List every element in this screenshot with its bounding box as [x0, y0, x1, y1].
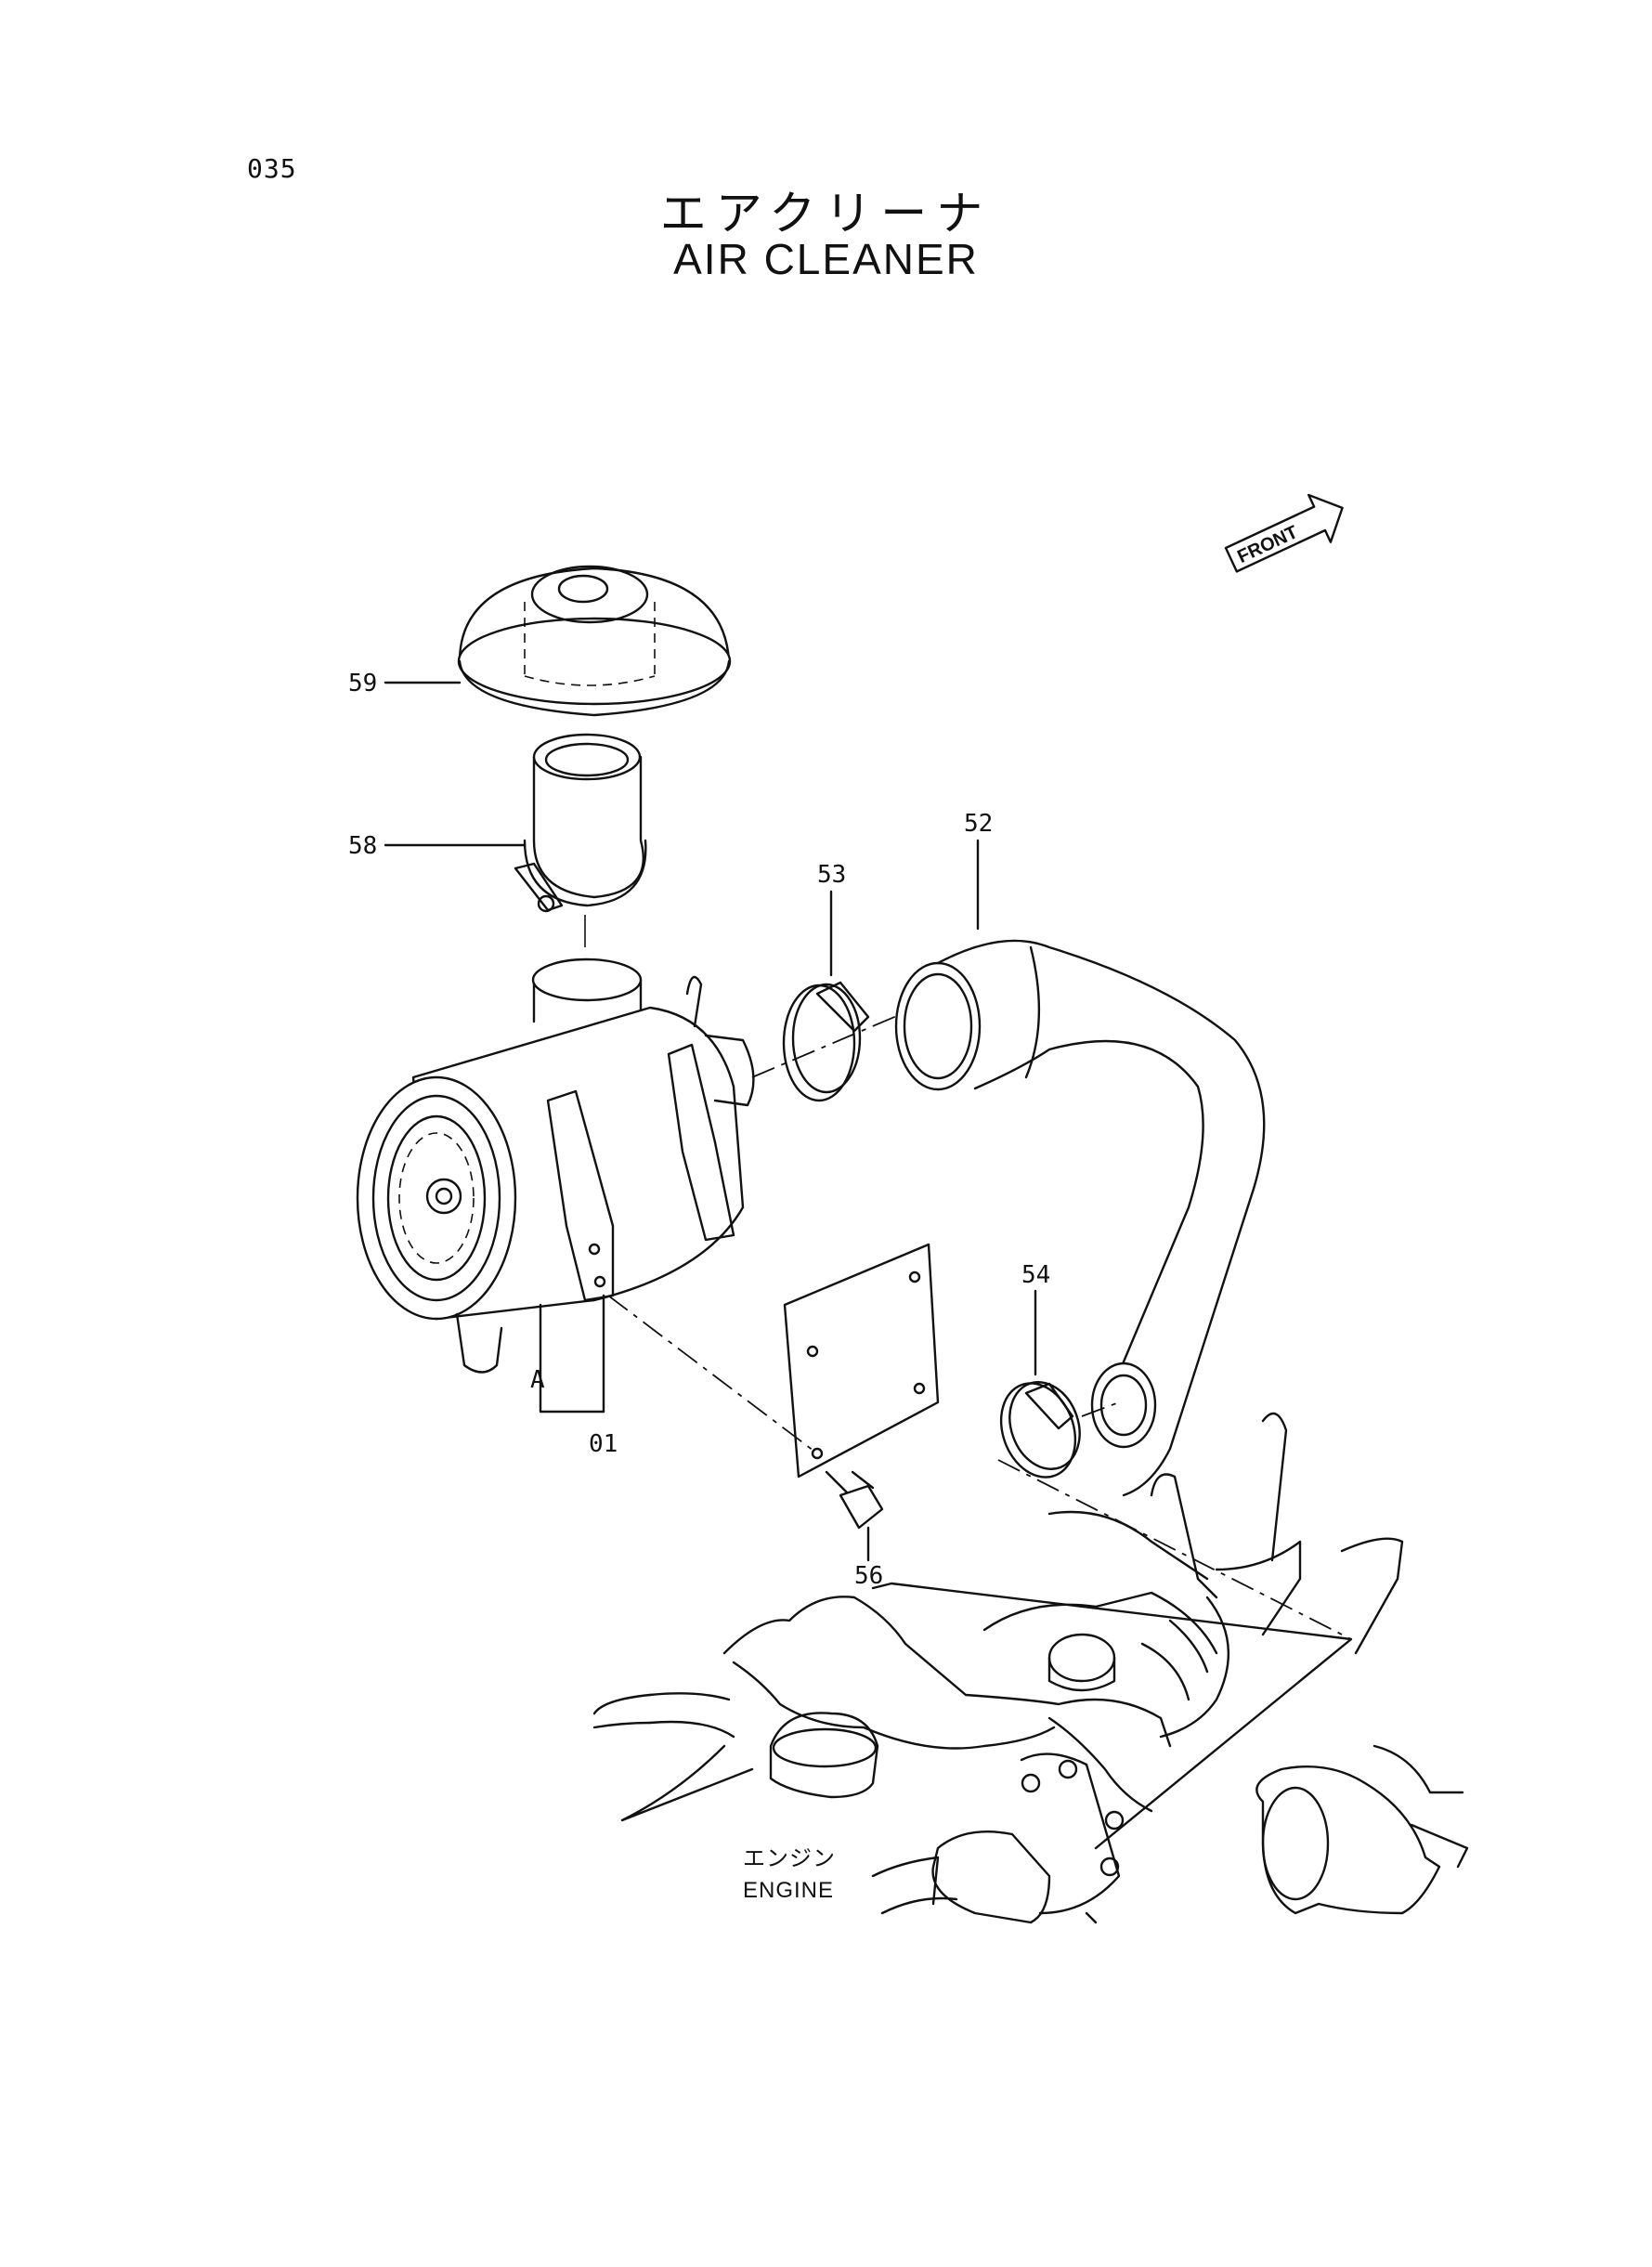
callout-56: 56 [854, 1562, 883, 1590]
page-number: 035 [247, 153, 297, 184]
front-arrow-icon: FRONT [1224, 493, 1344, 573]
title-japanese: エアクリーナ [659, 188, 993, 240]
callout-01: 01 [589, 1430, 618, 1458]
callout-52: 52 [964, 810, 993, 838]
engine-outline [592, 1412, 1469, 1924]
title-english: AIR CLEANER [673, 235, 979, 283]
engine-label: エンジン ENGINE [743, 1844, 836, 1907]
part-58-precleaner-duct [514, 733, 647, 913]
part-52-intake-hose [894, 939, 1266, 1497]
part-54-hose-clamp [999, 1381, 1081, 1479]
callout-58: 58 [348, 832, 377, 860]
callout-A: A [530, 1366, 545, 1394]
callout-54: 54 [1021, 1261, 1050, 1289]
callout-53: 53 [817, 861, 846, 889]
mounting-plate [783, 1243, 940, 1479]
part-53-hose-clamp [782, 981, 870, 1102]
part-56-bolt [825, 1470, 884, 1530]
engine-label-english: ENGINE [743, 1878, 835, 1903]
callout-59: 59 [348, 670, 377, 697]
part-59-cover [457, 565, 732, 717]
part-01-air-cleaner-body [356, 958, 755, 1374]
engine-label-japanese: エンジン [743, 1846, 836, 1871]
